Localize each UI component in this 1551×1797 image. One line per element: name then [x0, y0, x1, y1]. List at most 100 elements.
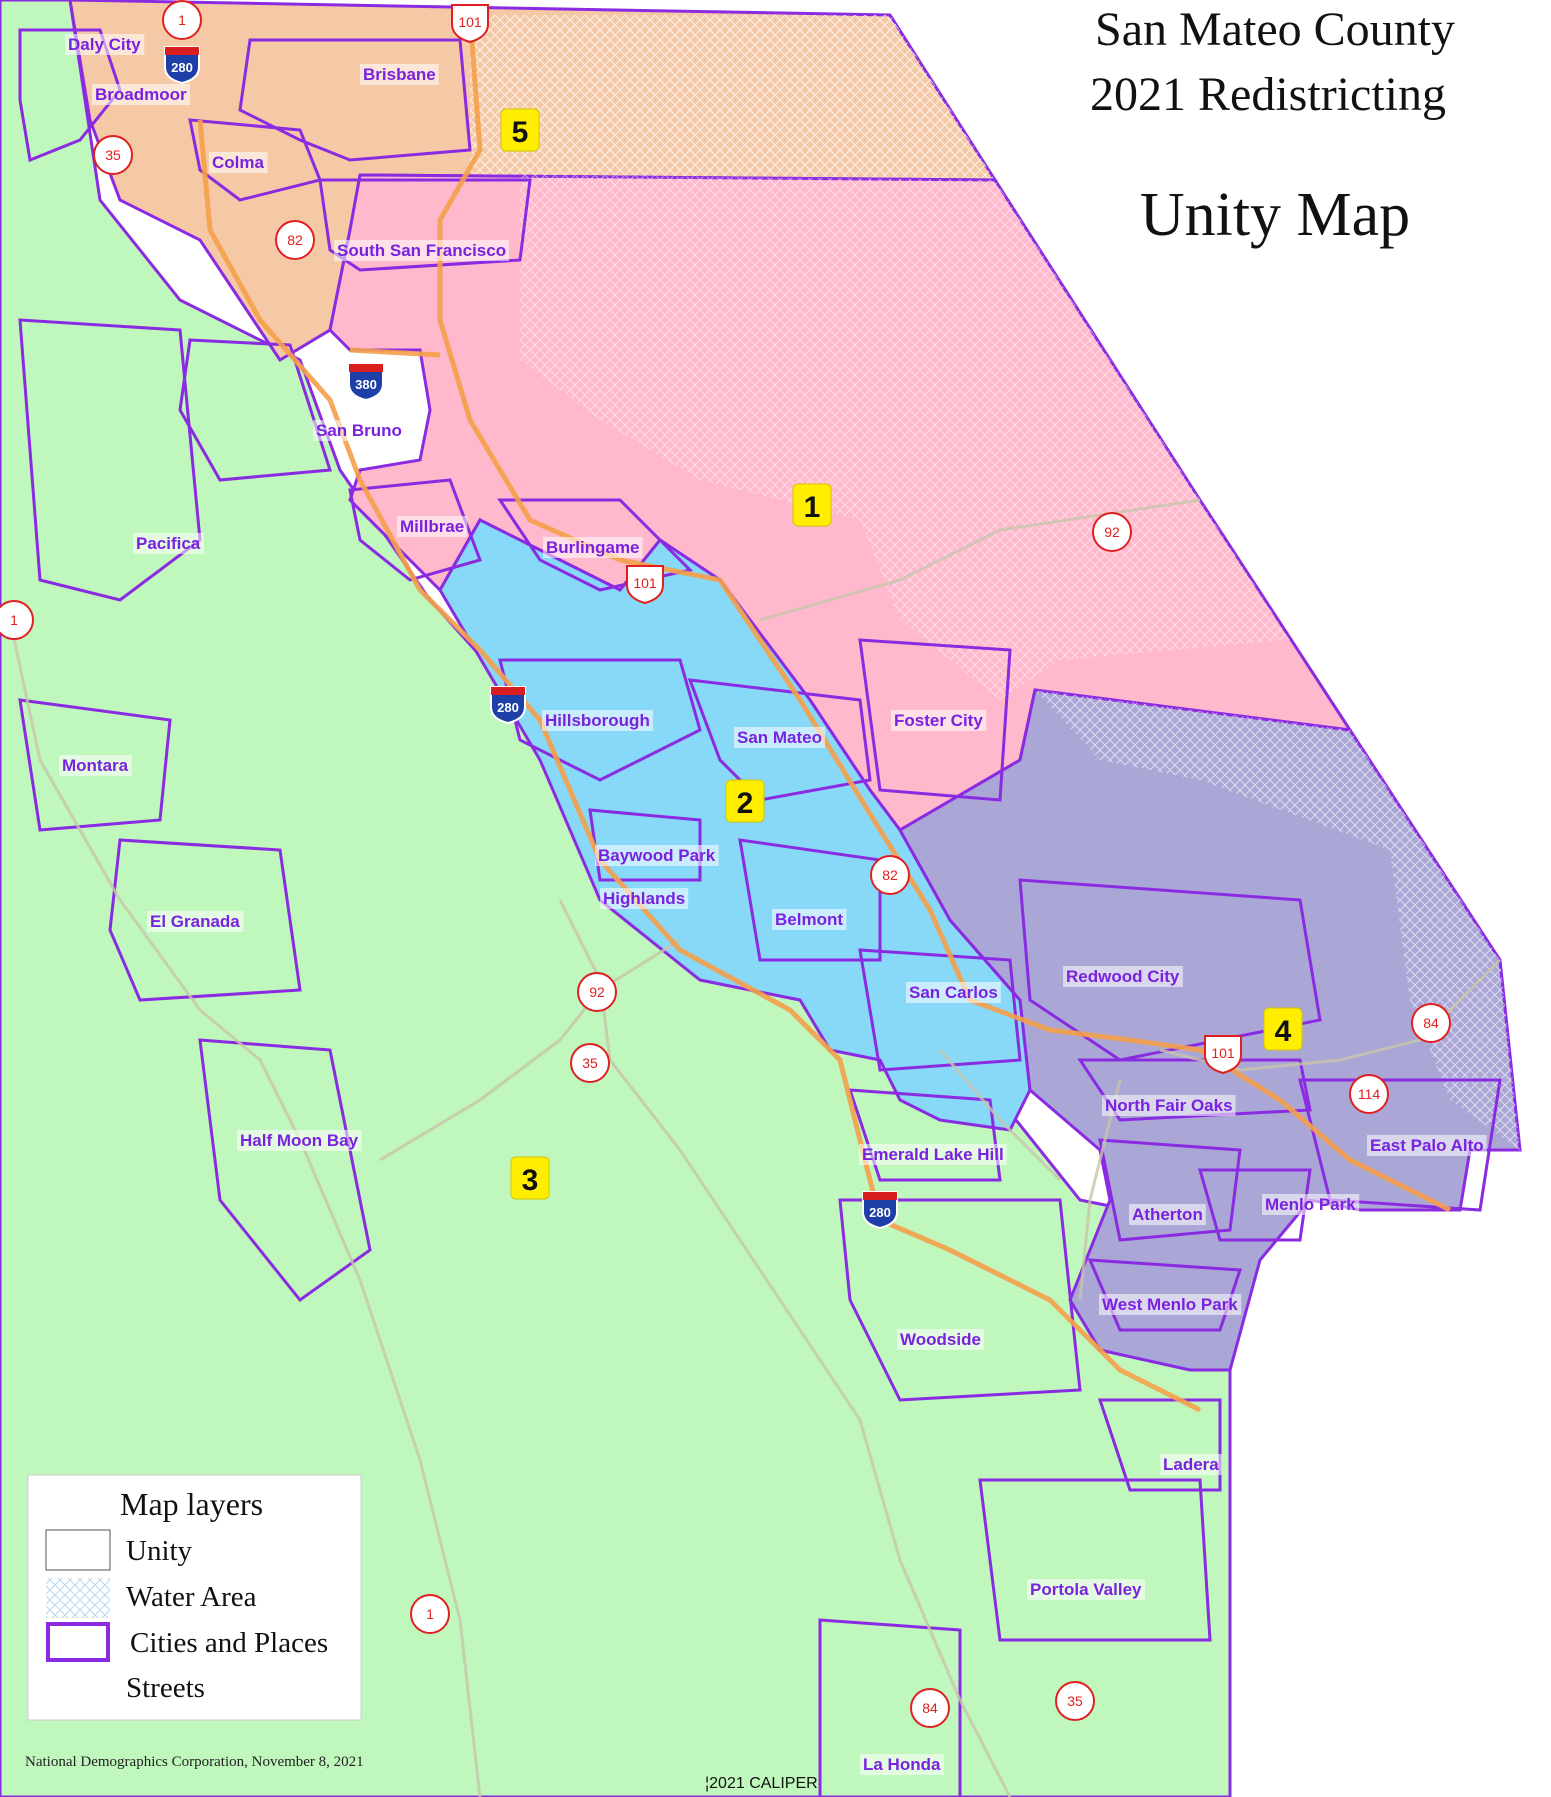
district-label-number: 1	[804, 491, 821, 524]
credit-text: National Demographics Corporation, Novem…	[25, 1754, 364, 1770]
highway-shield-label: 101	[633, 575, 657, 591]
legend-title: Map layers	[120, 1486, 263, 1522]
map-title-line3: Unity Map	[1140, 181, 1410, 249]
place-label-bg	[65, 34, 145, 55]
highway-shield-114-icon: 114	[1349, 1074, 1389, 1114]
highway-shield-label: 101	[458, 14, 482, 30]
place-label: Belmont	[775, 910, 843, 929]
place-label-bg	[397, 516, 468, 537]
highway-shield-label: 92	[1104, 524, 1120, 540]
place-label: La Honda	[863, 1755, 941, 1774]
district-label-number: 4	[1275, 1015, 1292, 1048]
place-label: West Menlo Park	[1102, 1295, 1238, 1314]
legend-label-water: Water Area	[126, 1581, 257, 1613]
place-label-bg	[772, 909, 847, 930]
place-label-bg	[1063, 966, 1183, 987]
place-label: Montara	[62, 756, 129, 775]
place-label-bg	[734, 727, 826, 748]
district-4-area[interactable]	[897, 688, 1522, 1372]
legend-swatch-water	[46, 1578, 110, 1618]
place-label: Hillsborough	[545, 711, 650, 730]
district-label-box	[510, 1156, 550, 1200]
place-label: North Fair Oaks	[1105, 1096, 1233, 1115]
place-label: San Mateo	[737, 728, 822, 747]
place-label-bg	[1102, 1095, 1236, 1116]
highway-shield-label: 82	[287, 232, 303, 248]
place-label: Brisbane	[363, 65, 436, 84]
legend-label-cities: Cities and Places	[130, 1627, 328, 1659]
place-label: Redwood City	[1066, 967, 1180, 986]
place-label-bg	[1367, 1135, 1487, 1156]
place-label-bg	[543, 537, 643, 558]
district-label-2: 2	[725, 779, 765, 823]
highway-shield-280-icon: 280	[490, 686, 526, 725]
place-label-bg	[313, 420, 405, 441]
place-label-bg	[595, 845, 719, 866]
highway-shield-label: 82	[882, 867, 898, 883]
highway-shield-84-icon: 84	[910, 1688, 950, 1728]
highway-shield-92-icon: 92	[577, 972, 617, 1012]
highway-shield-101-icon: 101	[1204, 1035, 1242, 1075]
legend-swatch-cities	[46, 1622, 110, 1662]
map-title-line1: San Mateo County	[1095, 3, 1455, 56]
place-label: Broadmoor	[95, 85, 187, 104]
legend-label-unity: Unity	[126, 1535, 193, 1567]
place-label-bg	[133, 533, 204, 554]
place-label: Highlands	[603, 889, 685, 908]
district-labels: 1 2 3 4 5	[500, 108, 1303, 1200]
place-label-bg	[209, 152, 268, 173]
highway-shield-82-icon: 82	[870, 855, 910, 895]
highway-shield-1-icon: 1	[0, 600, 34, 640]
highway-shield-1-icon: 1	[162, 0, 202, 40]
place-label: Woodside	[900, 1330, 981, 1349]
place-label: San Carlos	[909, 983, 998, 1002]
highway-shield-101-icon: 101	[451, 4, 489, 44]
place-label: Atherton	[1132, 1205, 1203, 1224]
district-label-box	[500, 108, 540, 152]
highway-shield-label: 84	[922, 1700, 938, 1716]
place-label-bg	[1099, 1294, 1242, 1315]
highway-shield-label: 1	[178, 12, 186, 28]
place-label-bg	[600, 888, 689, 909]
district-label-3: 3	[510, 1156, 550, 1200]
highway-shield-92-icon: 92	[1092, 512, 1132, 552]
place-label: Foster City	[894, 711, 983, 730]
place-label-bg	[59, 755, 132, 776]
place-label-bg	[1262, 1194, 1360, 1215]
highway-shield-label: 1	[10, 612, 18, 628]
place-label-bg	[360, 64, 439, 85]
place-label-bg	[92, 84, 190, 105]
place-label-bg	[542, 710, 653, 731]
highway-shields: 1280101358238011019228082923510184114280…	[0, 0, 1451, 1728]
highway-shield-label: 280	[497, 700, 519, 715]
highway-shield-380-icon: 380	[348, 363, 384, 402]
highway-shield-label: 35	[582, 1055, 598, 1071]
place-label: Burlingame	[546, 538, 640, 557]
highway-shield-35-icon: 35	[93, 135, 133, 175]
district-label-number: 3	[522, 1164, 539, 1197]
highway-shield-84-icon: 84	[1411, 1003, 1451, 1043]
district-label-5: 5	[500, 108, 540, 152]
place-label-bg	[1129, 1204, 1206, 1225]
place-label: South San Francisco	[337, 241, 506, 260]
district-label-box	[1263, 1007, 1303, 1051]
place-label-bg	[859, 1144, 1007, 1165]
place-label-bg	[906, 982, 1001, 1003]
place-label: San Bruno	[316, 421, 402, 440]
legend: Map layers Unity Water Area Cities and P…	[27, 1474, 362, 1721]
place-label: Half Moon Bay	[240, 1131, 359, 1150]
district-label-number: 2	[737, 787, 754, 820]
place-label: Pacifica	[136, 534, 201, 553]
place-label: El Granada	[150, 912, 240, 931]
district-label-number: 5	[512, 116, 529, 149]
highway-shield-label: 84	[1423, 1015, 1439, 1031]
district-label-4: 4	[1263, 1007, 1303, 1051]
highway-shield-280-icon: 280	[164, 46, 200, 85]
place-label: East Palo Alto	[1370, 1136, 1484, 1155]
district-5-area[interactable]	[68, 0, 998, 363]
place-label: Menlo Park	[1265, 1195, 1356, 1214]
highway-shield-label: 1	[426, 1606, 434, 1622]
highway-shield-35-icon: 35	[1055, 1681, 1095, 1721]
